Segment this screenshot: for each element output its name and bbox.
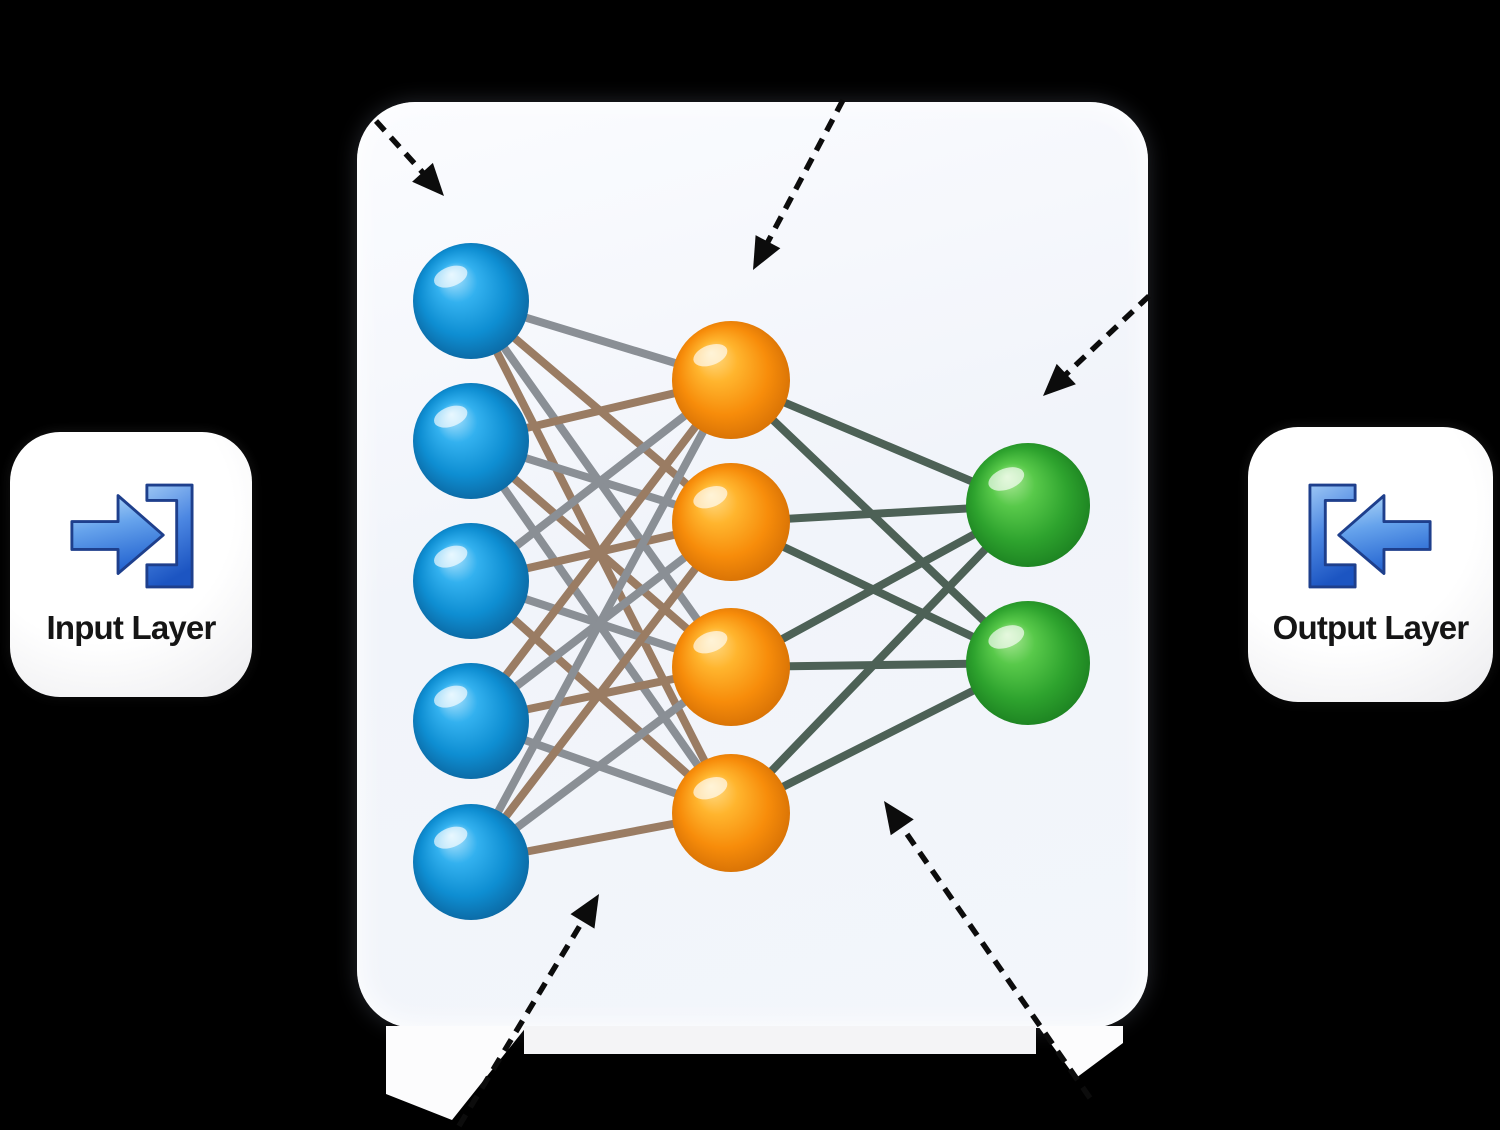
input-layer-card: Input Layer [10, 432, 252, 697]
output-layer-label: Output Layer [1272, 608, 1470, 646]
bottom-left-fragment [386, 1026, 527, 1120]
bracket-shape [1308, 483, 1357, 588]
network-panel [357, 102, 1148, 1028]
left-arrow-shape [1337, 493, 1432, 575]
bottom-strip-fragment [524, 1026, 1036, 1054]
input-layer-label: Input Layer [46, 608, 216, 646]
bottom-right-fragment [1038, 1026, 1123, 1078]
arrow-into-bracket-icon [69, 483, 194, 588]
bracket-shape [144, 483, 194, 588]
right-arrow-shape [69, 493, 165, 575]
output-layer-card: Output Layer [1248, 427, 1493, 702]
arrow-out-of-bracket-icon [1308, 483, 1432, 588]
